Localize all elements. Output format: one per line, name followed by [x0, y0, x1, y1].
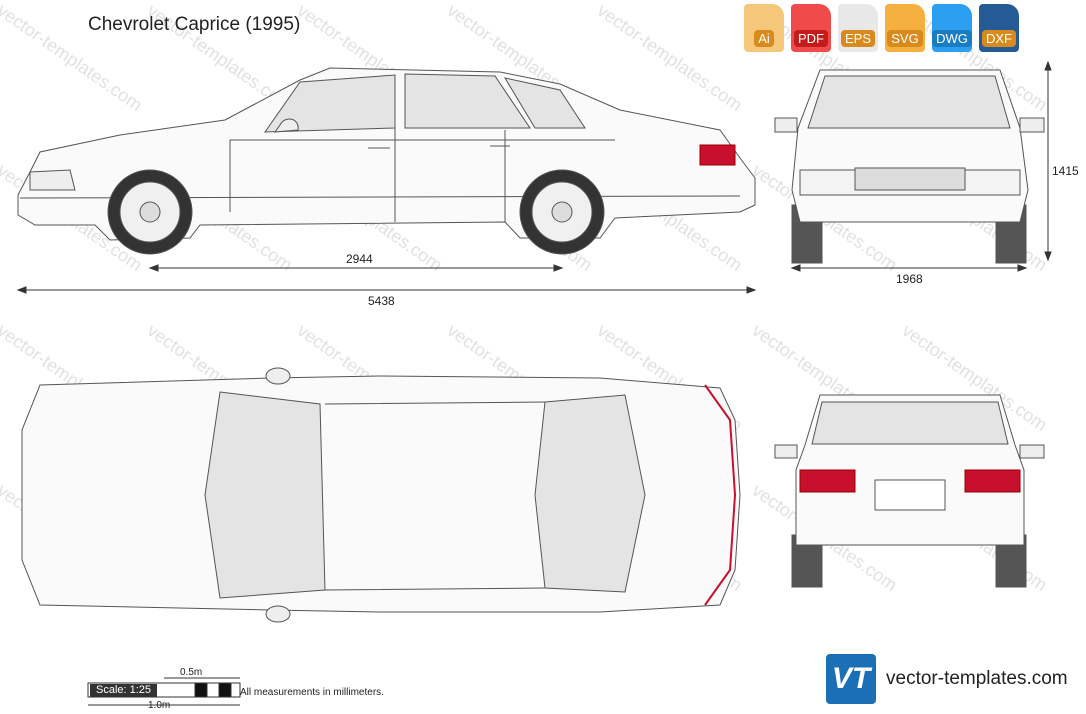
format-icons: Ai PDF EPS SVG DWG DXF	[744, 4, 1019, 52]
ai-format-icon[interactable]: Ai	[744, 4, 784, 52]
top-view	[21, 367, 741, 623]
height-dimension: 1415	[1052, 164, 1079, 178]
brand-logo-icon: VT	[826, 654, 876, 704]
eps-format-icon[interactable]: EPS	[838, 4, 878, 52]
width-dimension: 1968	[896, 272, 923, 286]
dxf-format-icon[interactable]: DXF	[979, 4, 1019, 52]
wheelbase-dimension: 2944	[346, 252, 373, 266]
brand[interactable]: VT vector-templates.com	[826, 654, 1068, 704]
page-title: Chevrolet Caprice (1995)	[88, 14, 301, 35]
brand-text: vector-templates.com	[886, 668, 1068, 689]
scale-half-meter: 0.5m	[180, 667, 203, 678]
side-view	[17, 67, 756, 255]
rear-view	[774, 394, 1045, 588]
dwg-format-icon[interactable]: DWG	[932, 4, 972, 52]
scale-label: Scale: 1:25	[90, 684, 158, 697]
svg-format-icon[interactable]: SVG	[885, 4, 925, 52]
front-view	[774, 69, 1045, 264]
measurement-note: All measurements in millimeters.	[240, 687, 384, 698]
scale-one-meter: 1.0m	[148, 700, 171, 711]
pdf-format-icon[interactable]: PDF	[791, 4, 831, 52]
length-dimension: 5438	[368, 294, 395, 308]
dimension-lines	[16, 60, 1052, 294]
